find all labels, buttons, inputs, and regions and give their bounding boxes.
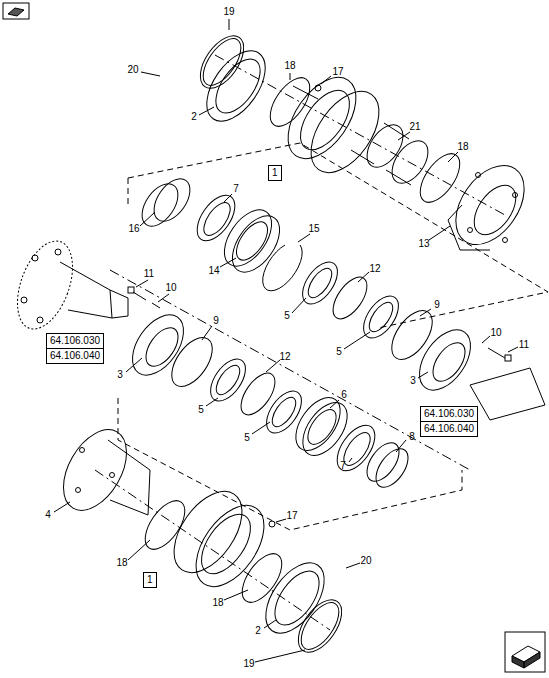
seal-7 [190,189,243,248]
callout-number: 9 [212,315,220,327]
reference-text: 64.106.040 [421,421,477,436]
callout-number: 3 [409,375,417,387]
reference-box: 64.106.03064.106.040 [46,333,104,364]
screw-17 [269,521,275,527]
callout-number: 21 [408,121,421,133]
reference-box: 1 [143,572,157,588]
book-icon [3,3,29,19]
callout-number: 3 [116,369,124,381]
ring-16 [135,172,197,232]
group-outline [118,143,548,530]
callout-number: 10 [489,327,502,339]
reference-text: 64.106.030 [421,407,477,421]
seal-5 [260,385,309,439]
callout-number: 11 [518,339,530,351]
callout-number: 12 [368,263,381,275]
callout-number: 16 [127,223,140,235]
bearing-6 [287,390,356,464]
callout-number: 19 [222,6,235,18]
plate-2 [254,553,336,644]
seal-1 [160,479,277,598]
callout-number: 18 [456,141,469,153]
pin-10 [152,303,160,308]
callout-number: 18 [115,557,128,569]
nav-icon [505,632,545,672]
o-ring-18 [137,494,192,556]
plate-2 [195,41,277,132]
callout-number: 4 [44,509,52,521]
callout-number: 18 [211,597,224,609]
hub-4 [50,419,150,521]
callout-number: 17 [331,66,344,78]
seal-7 [330,419,383,478]
screw-17 [315,85,321,91]
callout-number: 12 [278,351,291,363]
callout-number: 19 [242,658,255,670]
hub-13 [442,153,538,257]
callout-number: 5 [283,310,291,322]
callout-number: 5 [335,346,343,358]
reference-box: 1 [268,165,282,181]
callout-number: 15 [307,223,320,235]
reference-text: 1 [144,573,156,587]
bolt-11 [488,348,511,361]
callout-number: 7 [232,183,240,195]
o-ring-18 [412,147,467,209]
callout-number: 11 [143,268,155,280]
bearing-14 [215,201,289,280]
callout-number: 9 [433,299,441,311]
circlip-15 [263,245,302,291]
o-ring-9 [384,303,441,366]
callout-number: 20 [126,64,139,76]
bellows [470,368,545,420]
reference-text: 1 [269,166,281,180]
callout-number: 6 [340,389,348,401]
callout-number: 5 [197,404,205,416]
callout-number: 2 [254,625,262,637]
flange-3 [409,321,481,400]
callout-number: 2 [190,111,198,123]
callout-number: 7 [339,460,347,472]
reference-text: 64.106.030 [47,334,103,348]
o-ring-18 [234,547,289,609]
reference-text: 64.106.040 [47,348,103,363]
callout-number: 18 [283,60,296,72]
bolt-11 [128,287,146,300]
callout-number: 8 [408,431,416,443]
callout-number: 10 [164,282,177,294]
ring-8 [361,437,415,493]
callout-number: 14 [207,265,220,277]
callout-number: 5 [243,432,251,444]
reference-box: 64.106.03064.106.040 [420,406,478,437]
callout-number: 20 [359,555,372,567]
spindle [7,234,128,337]
leader-lines [54,19,518,662]
snap-ring-19 [192,28,253,96]
snap-ring-19 [290,592,351,660]
seal-5 [204,353,253,407]
center-lines [95,55,505,630]
callout-number: 17 [285,510,298,522]
callout-number: 13 [417,238,430,250]
flange-3 [122,306,194,385]
